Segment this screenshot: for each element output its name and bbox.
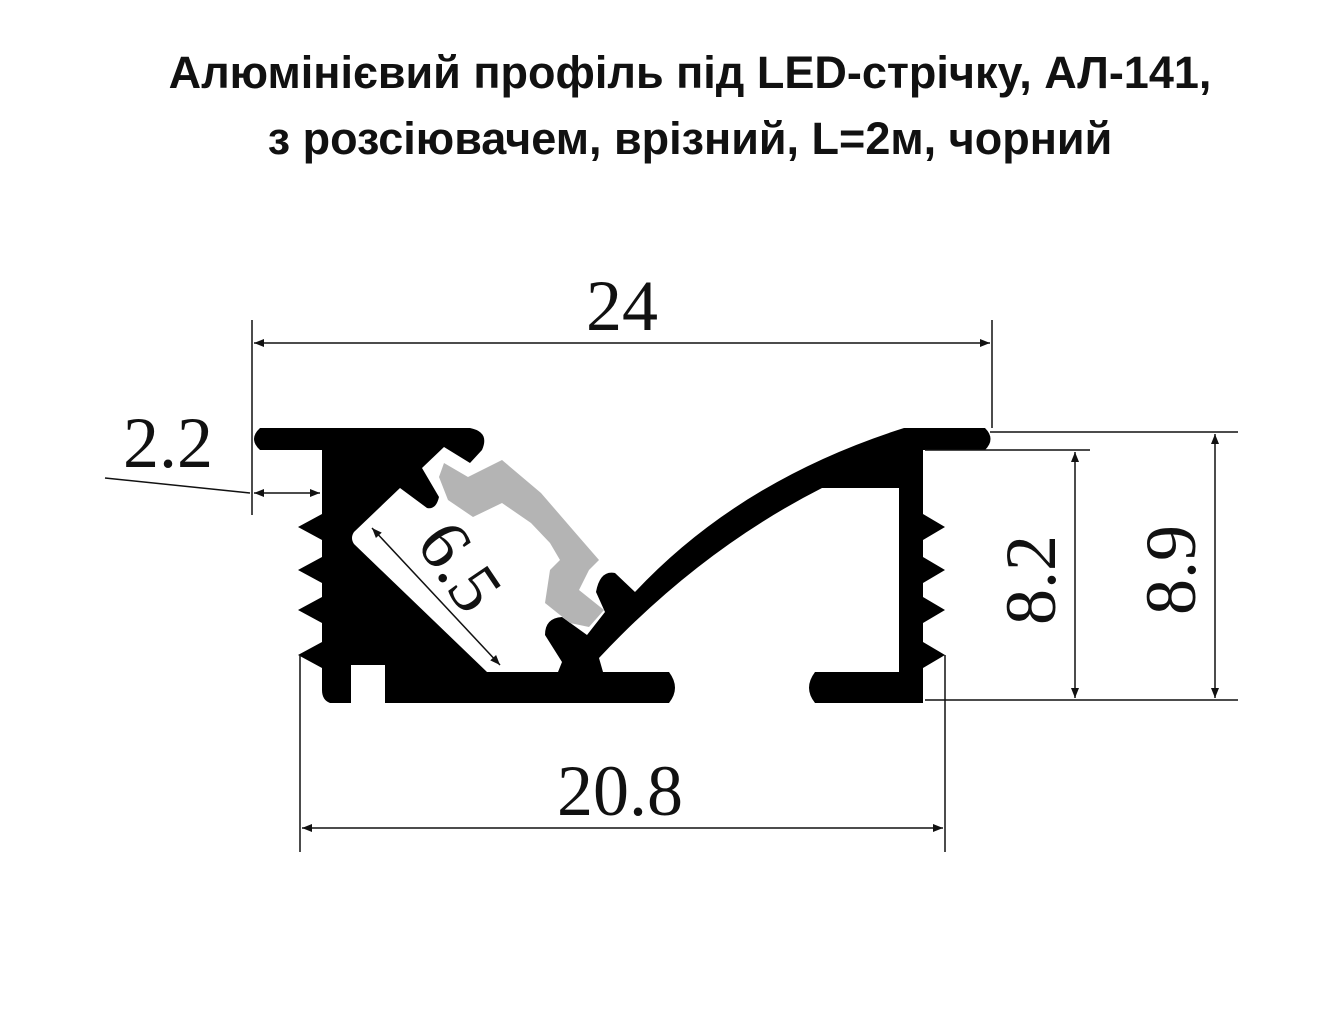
dimension-line-6-5 — [371, 527, 501, 666]
dim-label-2-2: 2.2 — [123, 403, 213, 483]
dim-label-8-2: 8.2 — [991, 535, 1071, 625]
title-line-1: Алюмінієвий профіль під LED-стрічку, АЛ-… — [168, 47, 1212, 98]
product-title: Алюмінієвий профіль під LED-стрічку, АЛ-… — [0, 40, 1340, 172]
title-line-2: з розсіювачем, врізний, L=2м, чорний — [267, 113, 1113, 164]
dim-label-8-9: 8.9 — [1131, 525, 1211, 615]
leader-line-2-2 — [104, 477, 251, 494]
diffuser — [439, 460, 604, 627]
dim-label-20-8: 20.8 — [557, 751, 683, 831]
dim-label-24: 24 — [586, 266, 658, 346]
aluminum-profile — [254, 428, 991, 703]
